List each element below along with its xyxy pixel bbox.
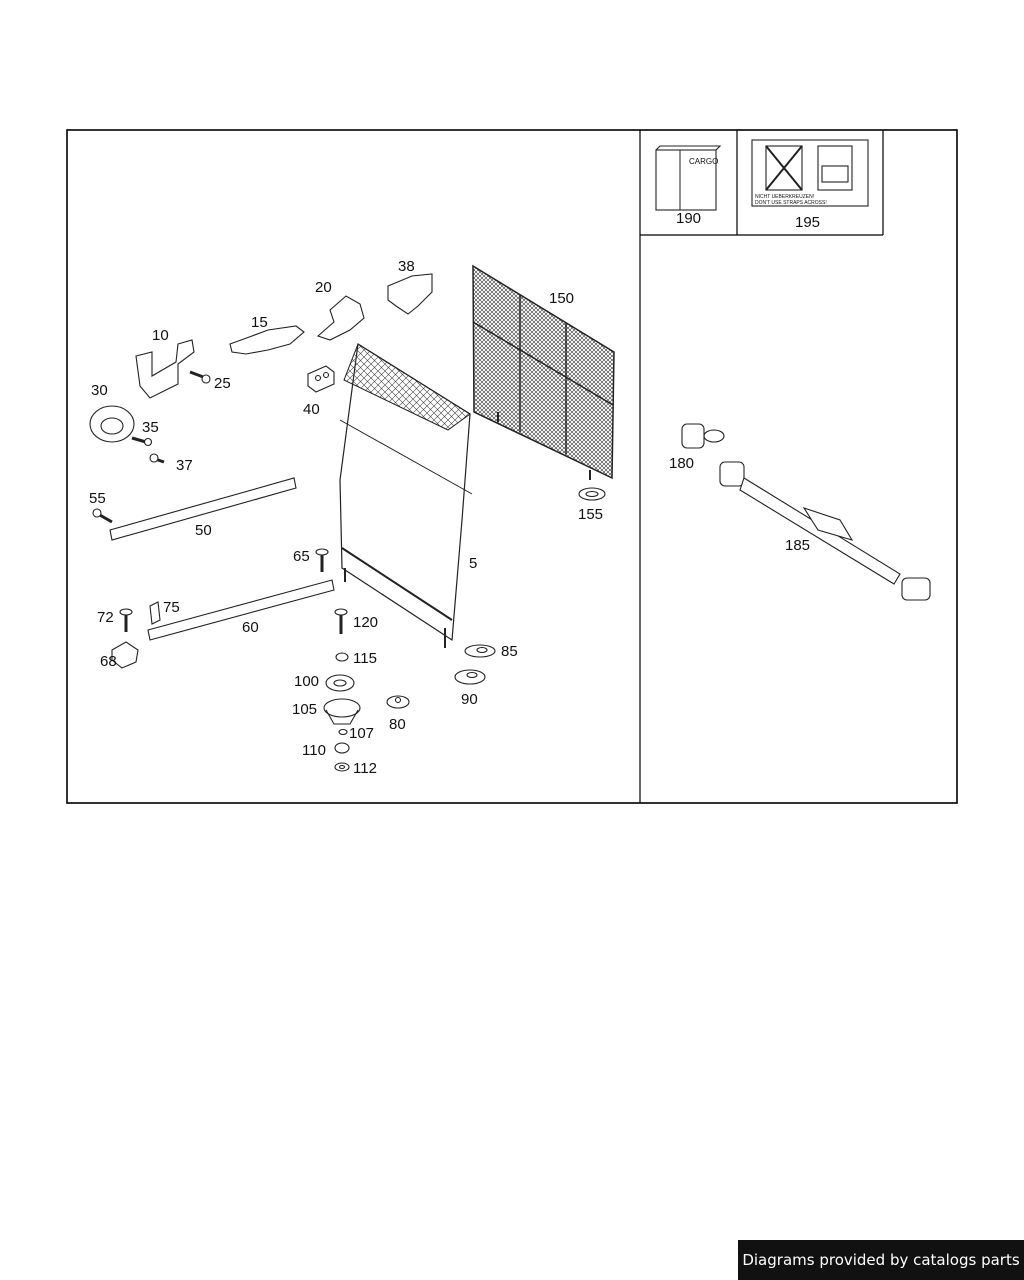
part-60-rail[interactable] [147, 579, 335, 641]
callout-150: 150 [549, 290, 574, 307]
callout-15: 15 [251, 314, 268, 331]
part-38-bracket[interactable] [387, 273, 433, 315]
part-55-bolt[interactable] [92, 508, 113, 524]
part-110-nut[interactable] [334, 742, 350, 754]
part-20-bracket[interactable] [316, 295, 365, 341]
part-90-tiedown[interactable] [454, 669, 486, 685]
callout-85: 85 [501, 643, 518, 660]
callout-30: 30 [91, 382, 108, 399]
parts-diagram: CARGO NICHT UEBERKREUZEN! DON'T USE STRA… [66, 129, 958, 804]
cargo-label: CARGO [689, 157, 718, 166]
part-40-plate[interactable] [307, 365, 335, 393]
callout-65: 65 [293, 548, 310, 565]
callout-115: 115 [353, 650, 377, 667]
part-150-mesh-partition[interactable] [472, 264, 615, 480]
callout-107: 107 [349, 725, 374, 742]
callout-38: 38 [398, 258, 415, 275]
callout-120: 120 [353, 614, 378, 631]
callout-37: 37 [176, 457, 193, 474]
part-185-strap[interactable] [719, 461, 931, 601]
callout-80: 80 [389, 716, 406, 733]
part-80-eyelet[interactable] [386, 695, 410, 709]
callout-60: 60 [242, 619, 259, 636]
callout-72: 72 [97, 609, 114, 626]
callout-25: 25 [214, 375, 231, 392]
callout-190: 190 [676, 210, 701, 227]
part-112-washer[interactable] [334, 762, 350, 772]
part-180-anchor[interactable] [681, 423, 725, 449]
part-72-bolt[interactable] [119, 608, 133, 632]
part-195-warning-label[interactable]: NICHT UEBERKREUZEN! DON'T USE STRAPS ACR… [751, 139, 869, 207]
part-120-bolt[interactable] [334, 608, 348, 634]
part-65-bolt[interactable] [315, 548, 329, 572]
callout-5: 5 [469, 555, 477, 572]
part-68-clip[interactable] [111, 641, 139, 669]
part-15-bracket[interactable] [229, 325, 305, 355]
warning-text-de: NICHT UEBERKREUZEN! [755, 194, 814, 200]
callout-90: 90 [461, 691, 478, 708]
callout-105: 105 [292, 701, 317, 718]
callout-100: 100 [294, 673, 319, 690]
part-37-bolt[interactable] [149, 453, 165, 464]
footer-credit: Diagrams provided by catalogs parts [738, 1240, 1024, 1280]
callout-55: 55 [89, 490, 106, 507]
callout-110: 110 [302, 742, 326, 759]
part-155-ring[interactable] [578, 487, 606, 501]
callout-185: 185 [785, 537, 810, 554]
part-35-bolt[interactable] [131, 436, 153, 447]
part-5-cargo-net[interactable] [339, 342, 473, 648]
callout-20: 20 [315, 279, 332, 296]
callout-180: 180 [669, 455, 694, 472]
part-10-bracket[interactable] [135, 339, 195, 399]
part-107-washer[interactable] [338, 728, 348, 736]
part-100-tiedown[interactable] [325, 674, 355, 692]
part-75-clip[interactable] [149, 601, 161, 625]
part-85-tiedown[interactable] [464, 644, 496, 658]
diagram-frame [66, 129, 958, 804]
part-190-cargo-document[interactable]: CARGO [655, 145, 722, 211]
callout-50: 50 [195, 522, 212, 539]
callout-68: 68 [100, 653, 117, 670]
callout-75: 75 [163, 599, 180, 616]
part-30-ring[interactable] [89, 405, 135, 443]
part-50-rail[interactable] [109, 477, 297, 541]
part-105-tiedown-cup[interactable] [323, 698, 361, 725]
callout-112: 112 [353, 760, 377, 777]
callout-35: 35 [142, 419, 159, 436]
part-115-washer[interactable] [335, 652, 349, 662]
callout-40: 40 [303, 401, 320, 418]
callout-195: 195 [795, 214, 820, 231]
part-25-bolt[interactable] [189, 370, 211, 384]
callout-155: 155 [578, 506, 603, 523]
warning-text-en: DON'T USE STRAPS ACROSS! [755, 200, 827, 206]
callout-10: 10 [152, 327, 169, 344]
